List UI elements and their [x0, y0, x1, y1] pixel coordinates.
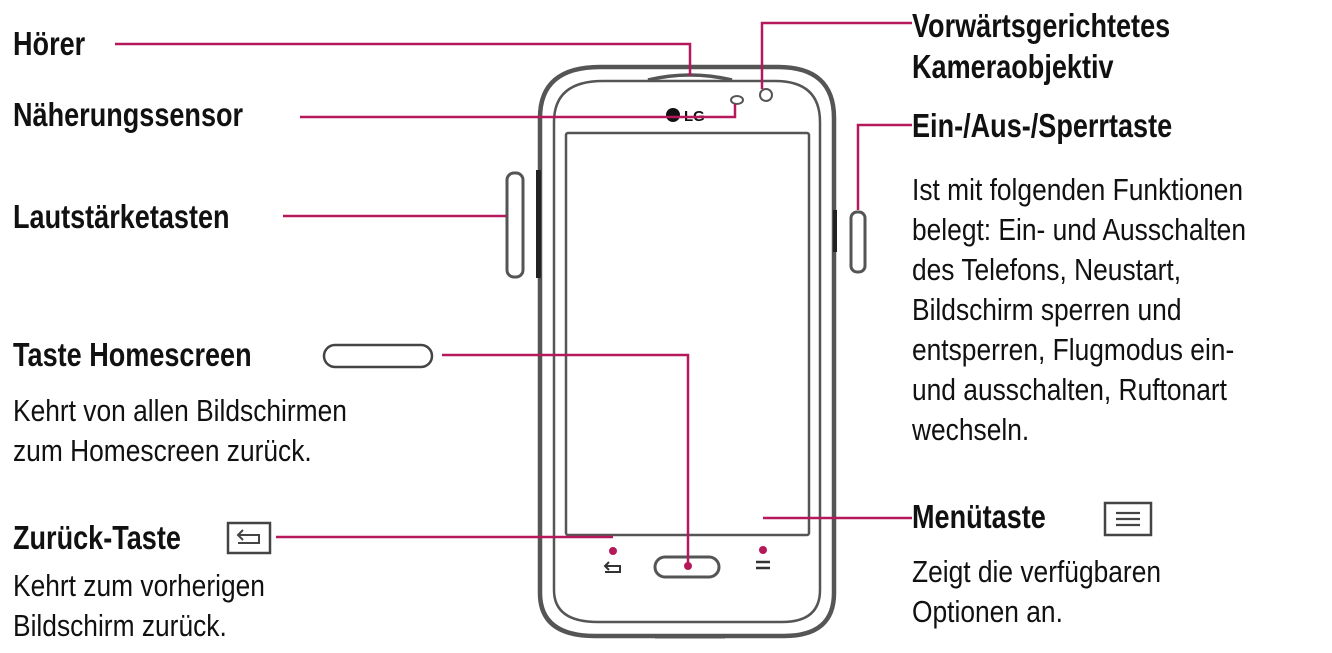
home-key-inline-icon: [322, 343, 434, 369]
phone-device: [505, 64, 867, 639]
label-kamera: Vorwärtsgerichtetes Kameraobjektiv: [912, 7, 1171, 85]
label-menuetaste: Menütaste: [912, 498, 1046, 535]
leader-hoerer: [115, 42, 692, 76]
power-key-edge: [833, 210, 837, 252]
volume-key-edge: [536, 170, 541, 278]
leader-kamera: [760, 21, 912, 89]
leader-naeherungssensor: [300, 104, 737, 119]
label-hoerer: Hörer: [13, 25, 86, 62]
desc-menuetaste: Zeigt die verfügbaren Optionen an.: [912, 554, 1162, 629]
back-inline-icon: [226, 521, 272, 555]
label-zurueck-taste: Zurück-Taste: [13, 519, 181, 556]
menu-inline-icon: [1103, 501, 1153, 537]
desc-ein-aus: Ist mit folgenden Funktionen belegt: Ein…: [912, 172, 1246, 447]
label-naeherungssensor: Näherungssensor: [13, 96, 244, 133]
lg-logo-dot: [666, 108, 680, 122]
front-camera: [759, 88, 773, 102]
leader-lines: [115, 21, 912, 566]
back-arrow-icon: [603, 561, 621, 573]
volume-key: [505, 171, 525, 279]
power-key: [849, 210, 867, 274]
desc-zurueck-taste: Kehrt zum vorherigen Bildschirm zurück.: [13, 568, 265, 643]
label-taste-homescreen: Taste Homescreen: [13, 336, 252, 373]
label-lautstaerketasten: Lautstärketasten: [13, 198, 230, 235]
phone-inner-shell: [552, 79, 822, 624]
proximity-sensor: [730, 95, 744, 105]
leader-ein-aus: [856, 123, 912, 210]
leader-home: [442, 353, 690, 566]
menu-lines-icon: [756, 560, 770, 570]
label-ein-aus: Ein-/Aus-/Sperrtaste: [912, 107, 1173, 144]
desc-taste-homescreen: Kehrt von allen Bildschirmen zum Homescr…: [13, 393, 347, 468]
leader-dots: [609, 546, 767, 570]
